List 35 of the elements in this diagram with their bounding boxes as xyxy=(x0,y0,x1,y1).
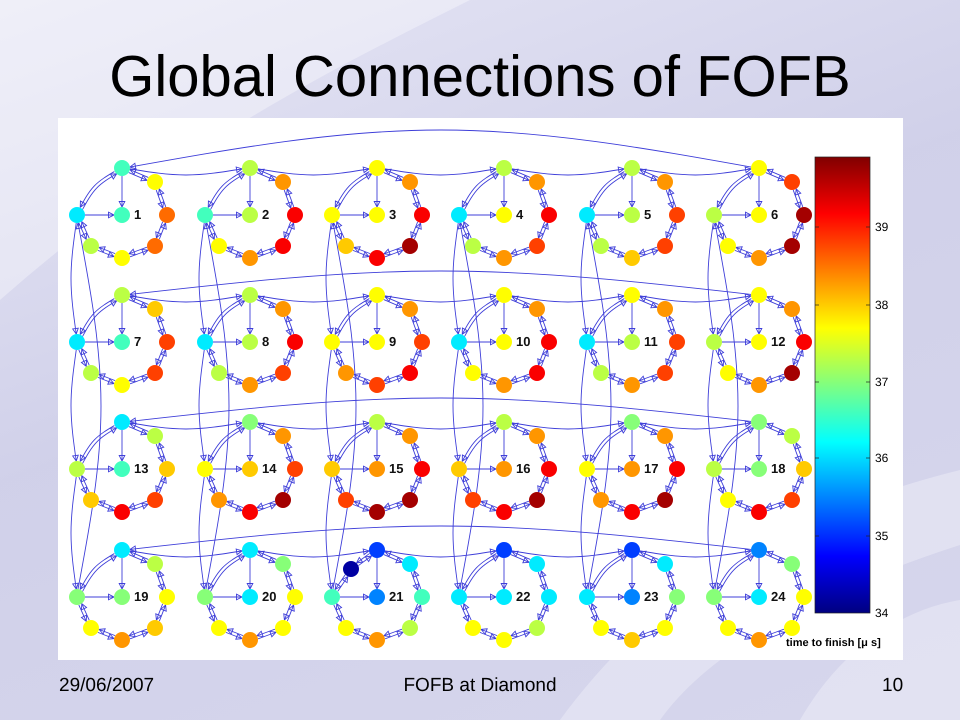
page-number: 10 xyxy=(882,675,904,697)
footer-text: FOFB at Diamond xyxy=(403,675,557,697)
cell-number: 13 xyxy=(134,461,148,477)
cell-number: 19 xyxy=(134,589,148,605)
cell-number: 15 xyxy=(389,461,404,477)
cell-number: 7 xyxy=(134,334,142,350)
slide-title: Global Connections of FOFB xyxy=(109,48,851,106)
cell-number: 8 xyxy=(262,334,270,350)
tick-label: 37 xyxy=(875,375,888,389)
tick-label: 35 xyxy=(875,529,888,543)
cell-number: 2 xyxy=(262,207,270,223)
cell-number: 21 xyxy=(389,589,404,605)
cell-number: 18 xyxy=(771,461,786,477)
colorbar-label: time to finish [μ s] xyxy=(786,636,881,650)
cell-number: 22 xyxy=(516,589,530,605)
cell-number: 1 xyxy=(134,207,142,223)
cell-number: 11 xyxy=(644,334,658,350)
tick-label: 39 xyxy=(875,220,888,234)
cell-number: 5 xyxy=(644,207,652,223)
cell-number: 3 xyxy=(389,207,396,223)
cell-number: 4 xyxy=(516,207,524,223)
cell-number: 24 xyxy=(771,589,786,605)
tick-label: 34 xyxy=(875,606,888,620)
cell-number: 20 xyxy=(262,589,276,605)
tick-label: 36 xyxy=(875,451,888,465)
cell-number: 6 xyxy=(771,207,778,223)
cell-number: 16 xyxy=(516,461,530,477)
cell-number: 17 xyxy=(644,461,658,477)
cell-number: 10 xyxy=(516,334,530,350)
footer-date: 29/06/2007 xyxy=(59,675,154,697)
tick-label: 38 xyxy=(875,298,888,312)
cell-number: 23 xyxy=(644,589,658,605)
cell-number: 9 xyxy=(389,334,396,350)
cell-number: 14 xyxy=(262,461,276,477)
cell-number: 12 xyxy=(771,334,786,350)
